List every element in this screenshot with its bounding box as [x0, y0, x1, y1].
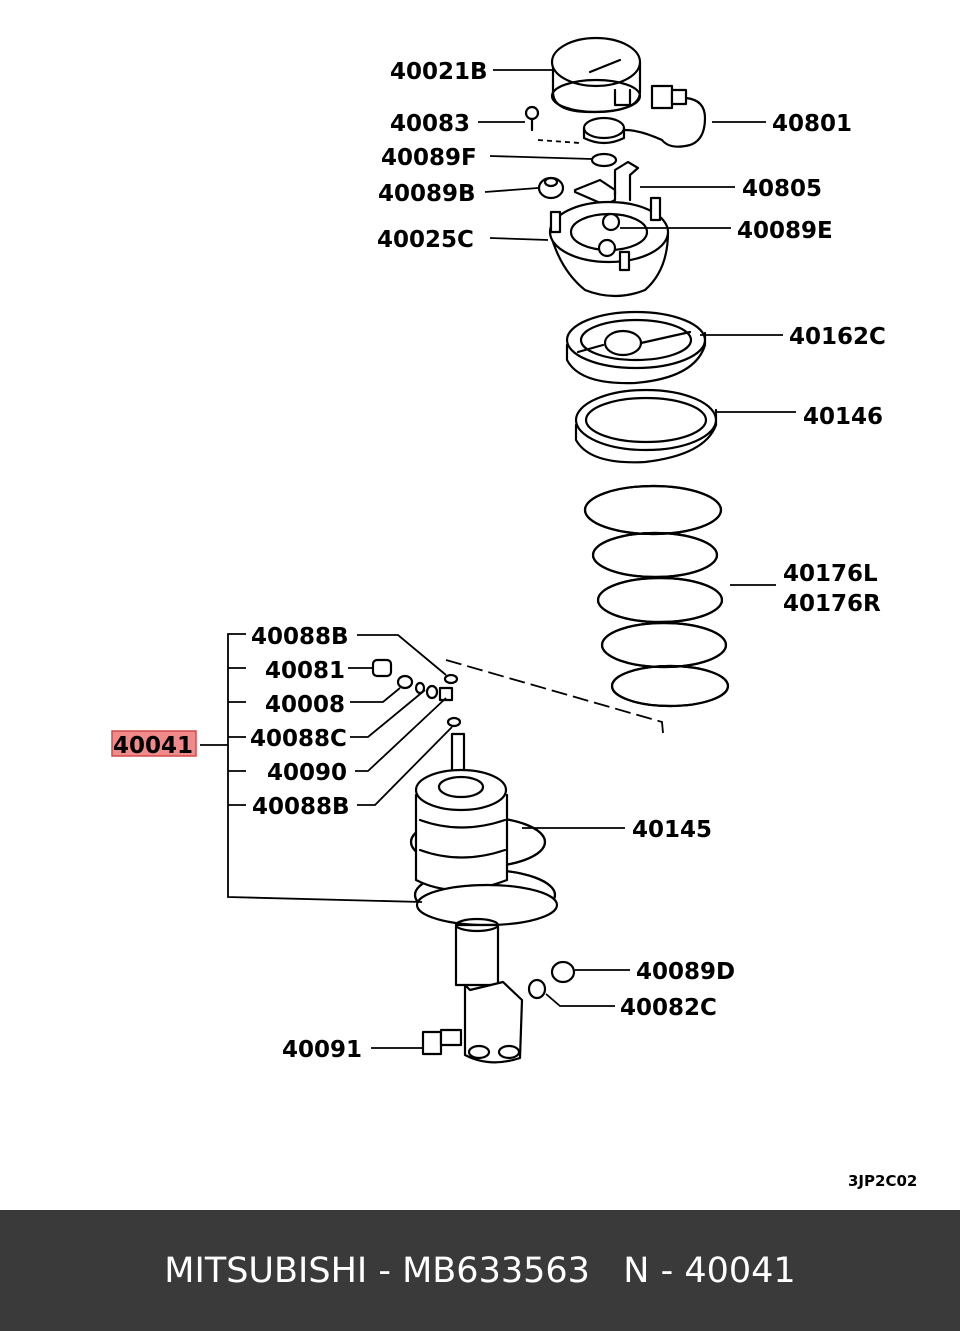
rubber-seat-drawing: [574, 388, 718, 464]
upper-spring-seat-drawing: [565, 310, 707, 385]
label-40089E: 40089E: [737, 218, 833, 244]
sensor-connector-drawing: [613, 84, 707, 148]
label-40089D: 40089D: [636, 959, 735, 985]
footer-bar: MITSUBISHI - MB633563 N - 40041: [0, 1210, 960, 1331]
drawing-code: 3JP2C02: [848, 1172, 917, 1190]
strut-assembly-drawing: [409, 732, 559, 1064]
label-40081: 40081: [265, 658, 345, 684]
sensor-base-drawing: [582, 116, 626, 168]
label-40090: 40090: [267, 760, 347, 786]
parts-diagram: 40021B 40083 40801 40089F 40089B 40805 4…: [111, 36, 917, 1190]
label-40021B: 40021B: [390, 59, 488, 85]
label-40089B: 40089B: [378, 181, 476, 207]
label-40162C: 40162C: [789, 324, 886, 350]
label-40805: 40805: [742, 176, 822, 202]
small-hardware-drawing: [371, 658, 462, 728]
label-40089F: 40089F: [381, 145, 477, 171]
label-40088C: 40088C: [250, 726, 347, 752]
footer-part-info: MITSUBISHI - MB633563 N - 40041: [164, 1250, 796, 1291]
bracket-drawing: [573, 160, 640, 207]
label-40083: 40083: [390, 111, 470, 137]
nut-40089B-drawing: [537, 176, 565, 200]
label-40088B-bottom: 40088B: [252, 794, 350, 820]
label-40025C: 40025C: [377, 227, 474, 253]
label-40008: 40008: [265, 692, 345, 718]
coil-spring-drawing: [583, 484, 730, 708]
label-40176R: 40176R: [783, 591, 881, 617]
label-40041[interactable]: 40041: [113, 733, 193, 759]
highlight-40041: [111, 730, 197, 757]
label-40145: 40145: [632, 817, 712, 843]
label-40176L: 40176L: [783, 561, 878, 587]
label-40146: 40146: [803, 404, 883, 430]
bolt-40083-drawing: [524, 105, 581, 144]
label-40082C: 40082C: [620, 995, 717, 1021]
lower-nut-drawing: [527, 960, 576, 1000]
dust-cap-drawing: [550, 36, 642, 114]
strut-mount-drawing: [548, 196, 670, 298]
lower-bolt-drawing: [421, 1028, 463, 1056]
label-40091: 40091: [282, 1037, 362, 1063]
label-40801: 40801: [772, 111, 852, 137]
label-40088B-top: 40088B: [251, 624, 349, 650]
leader-lines: [200, 69, 796, 1049]
